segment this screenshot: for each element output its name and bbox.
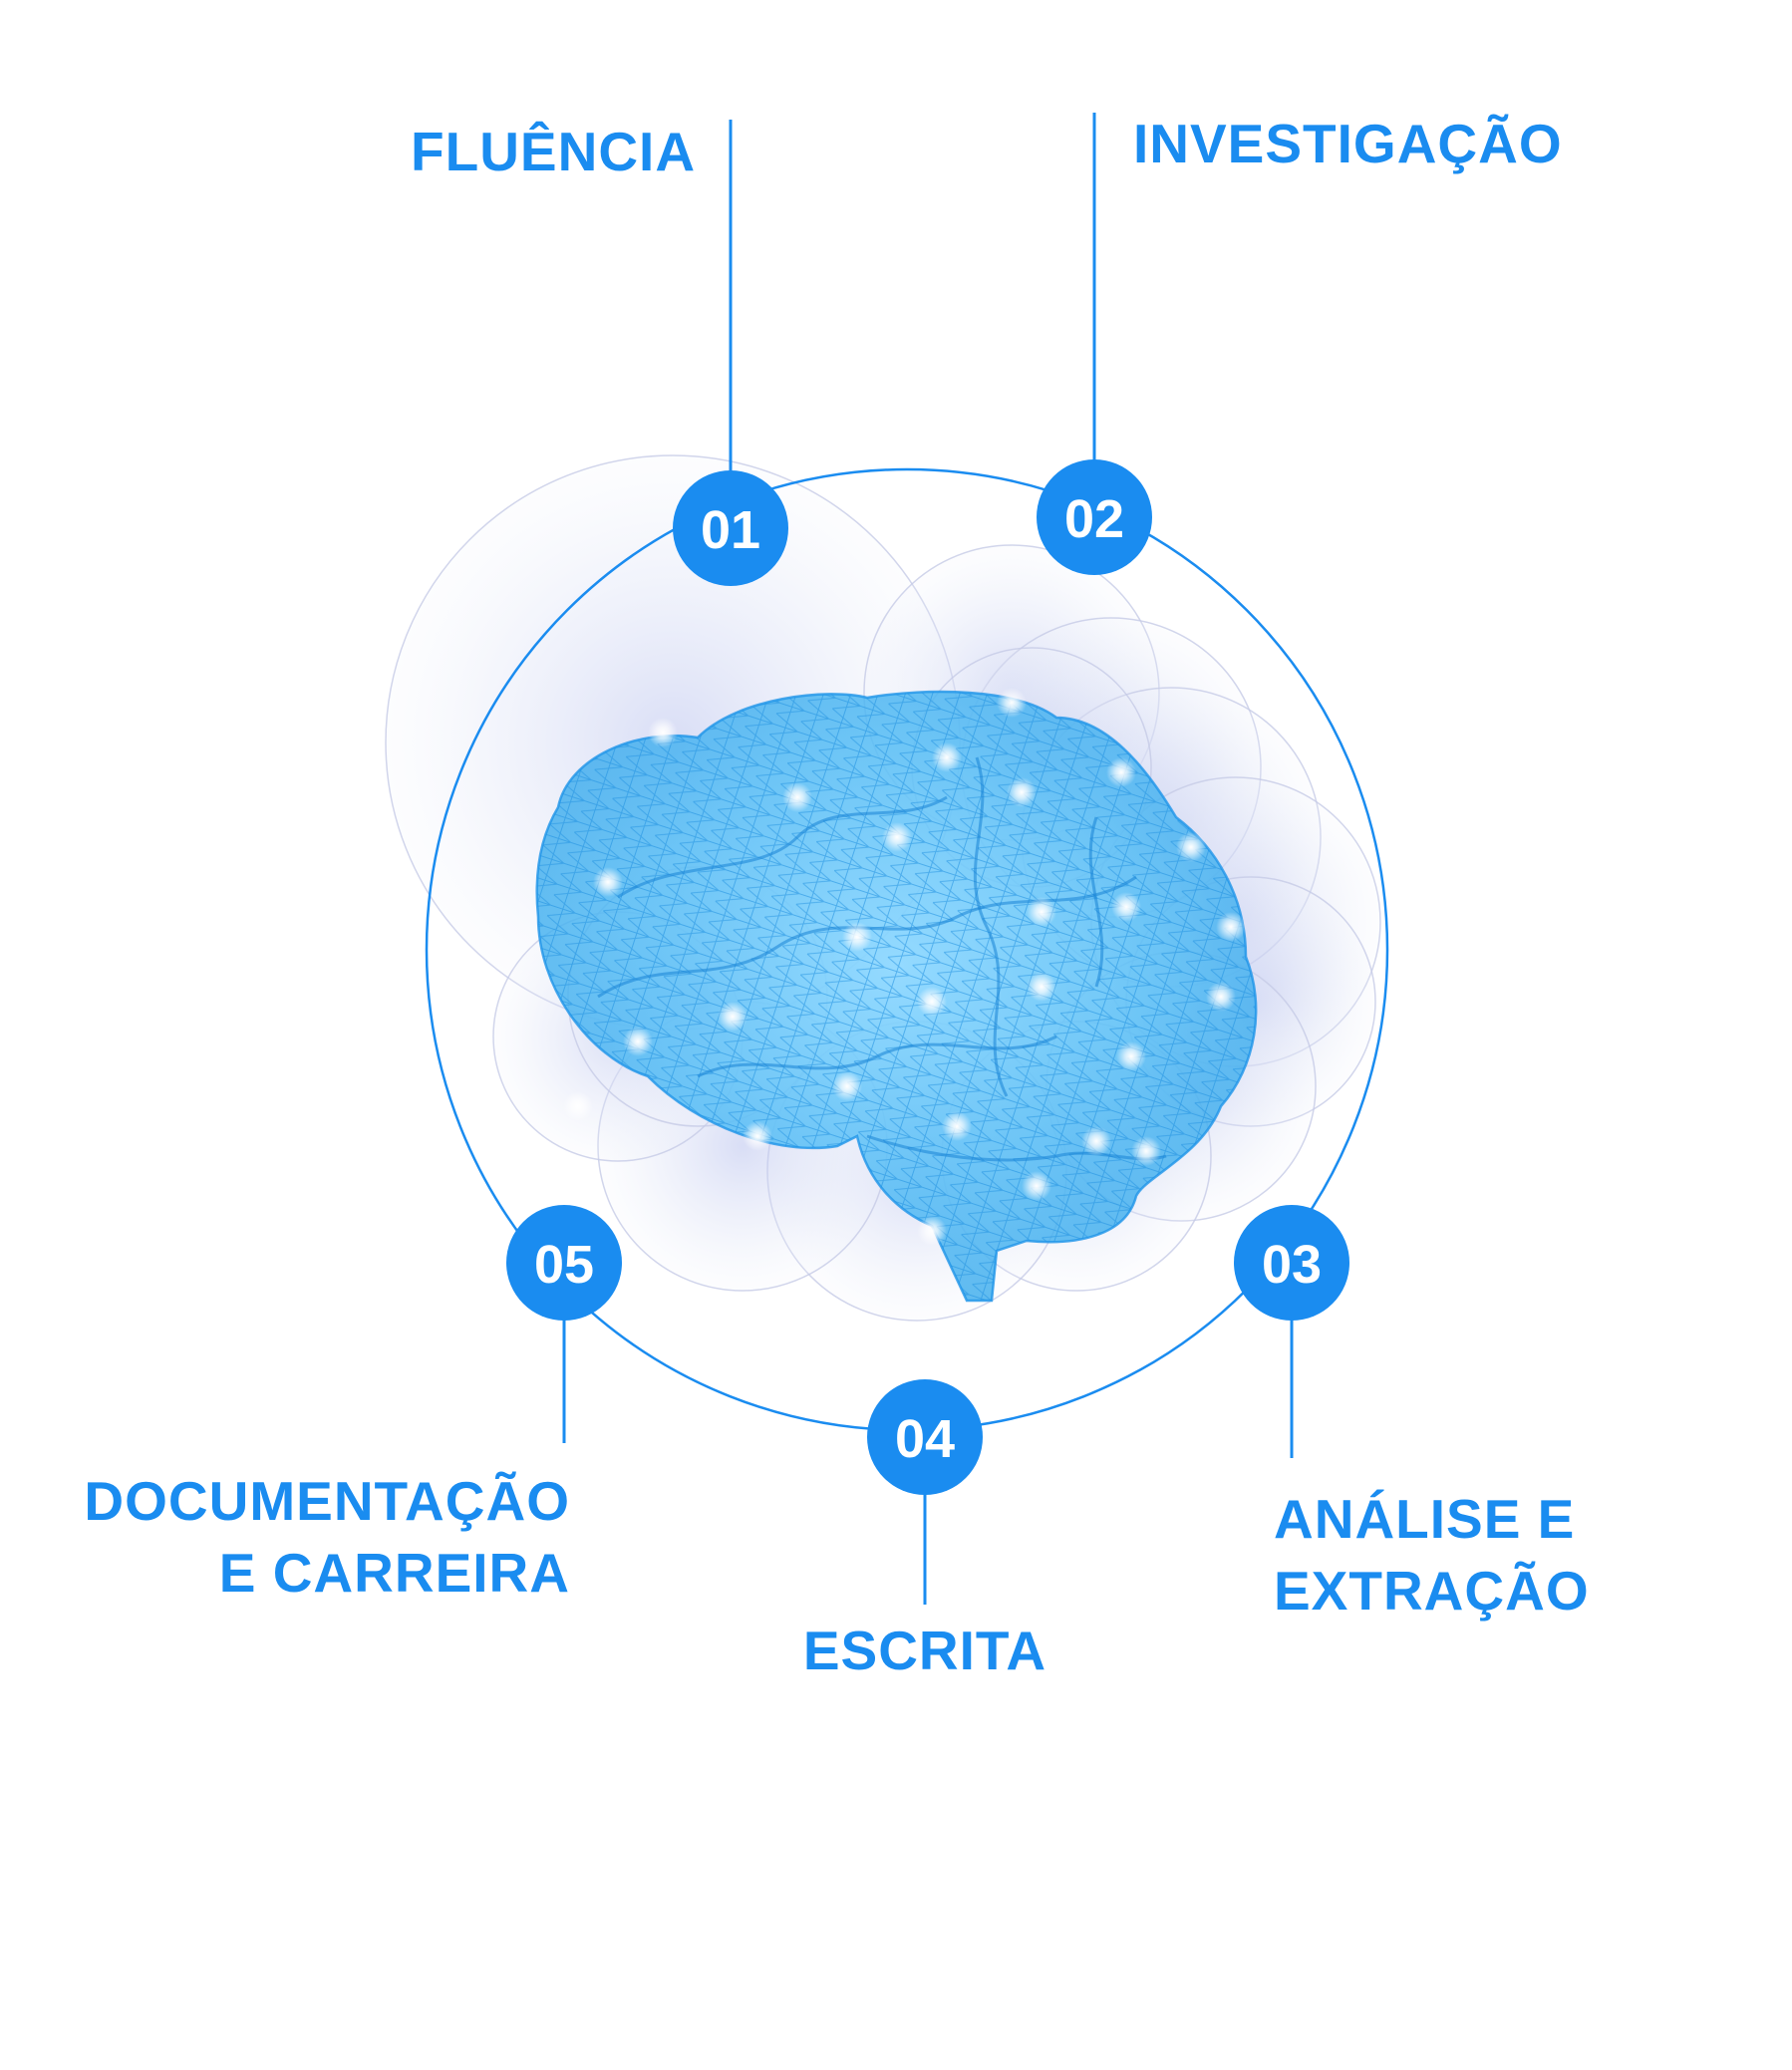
brain-spark	[782, 782, 812, 812]
brain-spark	[1007, 777, 1037, 807]
step-badge-circle	[1037, 459, 1152, 575]
brain-spark	[623, 1027, 653, 1056]
step-label-investigacao: INVESTIGAÇÃO	[1133, 108, 1563, 179]
brain-spark	[882, 822, 912, 852]
brain-spark	[997, 688, 1027, 718]
step-badge-01: 01	[673, 470, 788, 586]
step-badge-02: 02	[1037, 459, 1152, 575]
brain-spark	[1081, 1126, 1111, 1156]
brain-spark	[932, 742, 962, 772]
brain-fold	[617, 795, 948, 899]
brain-spark	[1111, 892, 1141, 922]
brain-spark	[648, 718, 678, 747]
brain-spark	[1106, 757, 1136, 787]
brain-spark	[718, 1002, 747, 1032]
brain-spark	[1176, 832, 1206, 862]
step-label-line: INVESTIGAÇÃO	[1133, 113, 1563, 174]
step-label-escrita: ESCRITA	[785, 1615, 1064, 1686]
brain-spark	[842, 922, 872, 952]
brain-spark	[832, 1071, 862, 1101]
brain-spark	[917, 987, 947, 1017]
step-badge-number: 01	[701, 500, 760, 560]
brain-fold	[697, 1035, 1057, 1078]
step-badge-circle	[673, 470, 788, 586]
step-badge-number: 03	[1262, 1235, 1322, 1295]
brain-fold	[866, 1134, 1167, 1162]
step-label-line: E CARREIRA	[218, 1542, 570, 1604]
step-badge-04: 04	[867, 1379, 983, 1495]
brain-outline	[535, 690, 1258, 1303]
step-badge-circle	[867, 1379, 983, 1495]
brain-spark	[593, 867, 623, 897]
brain-fold	[1088, 816, 1104, 988]
step-label-fluencia: FLUÊNCIA	[411, 116, 696, 187]
brain-spark	[1116, 1041, 1146, 1071]
step-badge-circle	[506, 1205, 622, 1321]
step-label-line: FLUÊNCIA	[411, 121, 697, 182]
step-label-line: ANÁLISE E	[1274, 1488, 1576, 1550]
brain-spark	[743, 1121, 772, 1151]
brain-spark	[942, 1111, 972, 1141]
step-label-analise-extracao: ANÁLISE E EXTRAÇÃO	[1274, 1483, 1590, 1626]
step-badge-03: 03	[1234, 1205, 1349, 1321]
brain-illustration	[535, 688, 1258, 1303]
step-badge-number: 02	[1064, 489, 1124, 549]
step-label-line: ESCRITA	[802, 1620, 1047, 1681]
brain-spark	[1027, 897, 1056, 927]
brain-spark	[1022, 1171, 1051, 1201]
step-badge-circle	[1234, 1205, 1349, 1321]
brain-fold	[973, 756, 1009, 1097]
step-badge-number: 04	[895, 1409, 955, 1469]
brain-spark	[1206, 982, 1236, 1012]
step-label-documentacao-carreira: DOCUMENTAÇÃO E CARREIRA	[40, 1465, 570, 1609]
step-badge-05: 05	[506, 1205, 622, 1321]
brain-spark	[917, 1216, 947, 1246]
brain-spark	[1216, 912, 1246, 942]
brain-spark	[563, 1091, 593, 1121]
step-badge-number: 05	[534, 1235, 594, 1295]
brain-spark	[1027, 972, 1056, 1002]
step-label-line: DOCUMENTAÇÃO	[84, 1470, 570, 1532]
step-label-line: EXTRAÇÃO	[1274, 1560, 1590, 1622]
brain-spark	[1131, 1136, 1161, 1166]
